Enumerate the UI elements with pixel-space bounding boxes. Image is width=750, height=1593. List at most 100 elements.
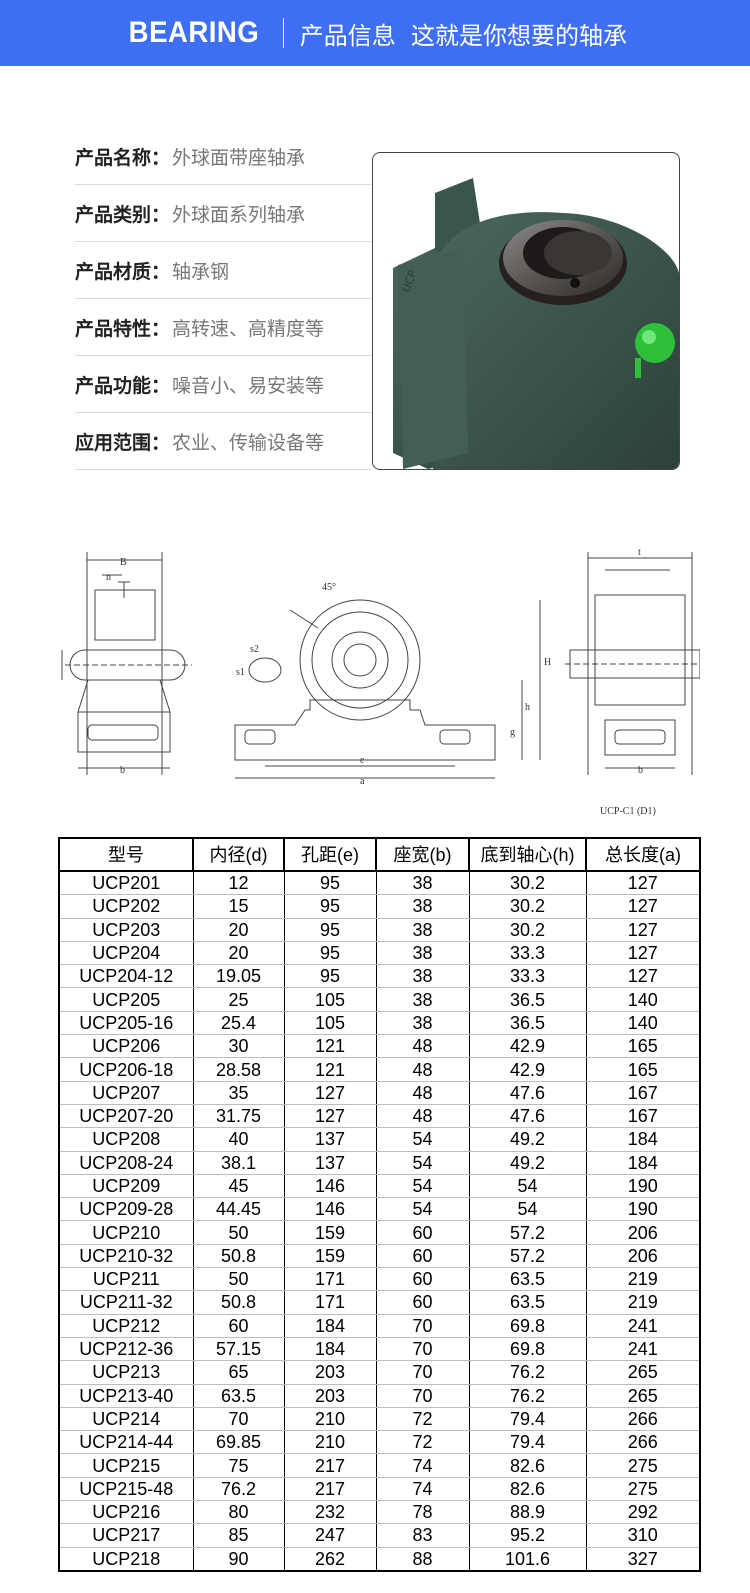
product-info-list: 产品名称： 外球面带座轴承 产品类别： 外球面系列轴承 产品材质： 轴承钢 产品… <box>75 128 371 470</box>
cell-center-height: 42.9 <box>468 1057 587 1082</box>
cell-length: 275 <box>585 1477 701 1502</box>
cell-hole-pitch: 203 <box>283 1384 377 1408</box>
cell-model: UCP213-40 <box>58 1384 194 1408</box>
cell-length: 140 <box>585 1011 701 1036</box>
cell-bore: 76.2 <box>192 1477 285 1502</box>
cell-hole-pitch: 210 <box>283 1407 377 1432</box>
label-b: b <box>120 765 125 776</box>
cell-center-height: 36.5 <box>468 987 587 1012</box>
cell-width: 60 <box>375 1244 470 1269</box>
cell-center-height: 47.6 <box>468 1081 587 1105</box>
cell-model: UCP212 <box>58 1314 194 1338</box>
cell-model: UCP205-16 <box>58 1011 194 1036</box>
cell-model: UCP208 <box>58 1127 194 1152</box>
cell-length: 127 <box>585 918 701 942</box>
cell-hole-pitch: 105 <box>283 1011 377 1036</box>
cell-model: UCP207-20 <box>58 1104 194 1129</box>
cell-bore: 19.05 <box>192 964 285 989</box>
label-angle: 45° <box>322 582 336 593</box>
cell-bore: 31.75 <box>192 1104 285 1129</box>
cell-model: UCP215 <box>58 1453 194 1478</box>
cell-bore: 28.58 <box>192 1057 285 1082</box>
cell-bore: 60 <box>192 1314 285 1338</box>
cell-width: 60 <box>375 1290 470 1315</box>
col-header-bore: 内径(d) <box>192 837 285 872</box>
cell-length: 327 <box>585 1547 701 1572</box>
cell-center-height: 63.5 <box>468 1267 587 1292</box>
cell-model: UCP214 <box>58 1407 194 1432</box>
cell-hole-pitch: 137 <box>283 1127 377 1152</box>
cell-center-height: 30.2 <box>468 871 587 896</box>
side-section-view <box>61 552 192 775</box>
cell-center-height: 36.5 <box>468 1011 587 1036</box>
cell-bore: 15 <box>192 894 285 919</box>
cell-center-height: 54 <box>468 1174 587 1199</box>
cell-length: 127 <box>585 894 701 919</box>
cell-model: UCP207 <box>58 1081 194 1105</box>
cell-center-height: 54 <box>468 1197 587 1222</box>
cell-length: 241 <box>585 1314 701 1338</box>
table-header-row: 型号 内径(d) 孔距(e) 座宽(b) 底到轴心(h) 总长度(a) <box>58 837 701 872</box>
info-value: 轴承钢 <box>172 260 230 283</box>
cell-bore: 50 <box>192 1220 285 1245</box>
cell-length: 190 <box>585 1174 701 1199</box>
col-header-center-height: 底到轴心(h) <box>468 837 587 872</box>
cell-length: 184 <box>585 1151 701 1175</box>
cell-width: 70 <box>375 1337 470 1362</box>
cell-model: UCP209-28 <box>58 1197 194 1222</box>
cell-model: UCP209 <box>58 1174 194 1199</box>
cell-width: 54 <box>375 1197 470 1222</box>
label-B: B <box>120 557 127 568</box>
drawing-caption: UCP-C1 (D1) <box>600 806 656 817</box>
cell-center-height: 30.2 <box>468 894 587 919</box>
cell-hole-pitch: 137 <box>283 1151 377 1175</box>
info-key: 产品材质： <box>75 260 171 283</box>
cell-model: UCP201 <box>58 871 194 896</box>
cell-hole-pitch: 127 <box>283 1081 377 1105</box>
cell-width: 48 <box>375 1057 470 1082</box>
cell-bore: 57.15 <box>192 1337 285 1362</box>
cell-hole-pitch: 210 <box>283 1430 377 1455</box>
col-header-length: 总长度(a) <box>585 837 701 872</box>
cell-hole-pitch: 171 <box>283 1267 377 1292</box>
cell-width: 74 <box>375 1453 470 1478</box>
cell-model: UCP211-32 <box>58 1290 194 1315</box>
cell-bore: 85 <box>192 1523 285 1548</box>
info-row-application: 应用范围： 农业、传输设备等 <box>75 413 371 470</box>
cell-hole-pitch: 127 <box>283 1104 377 1129</box>
label-s2: s2 <box>250 644 259 655</box>
cell-width: 38 <box>375 894 470 919</box>
cell-center-height: 76.2 <box>468 1360 587 1385</box>
cell-model: UCP214-44 <box>58 1430 194 1455</box>
info-row-category: 产品类别： 外球面系列轴承 <box>75 185 371 242</box>
cell-bore: 75 <box>192 1453 285 1478</box>
info-value: 高转速、高精度等 <box>172 317 325 340</box>
cell-bore: 70 <box>192 1407 285 1432</box>
info-row-function: 产品功能： 噪音小、易安装等 <box>75 356 371 413</box>
cell-hole-pitch: 95 <box>283 964 377 989</box>
cell-hole-pitch: 171 <box>283 1290 377 1315</box>
cell-length: 310 <box>585 1523 701 1548</box>
col-header-width: 座宽(b) <box>375 837 470 872</box>
cell-bore: 12 <box>192 871 285 896</box>
cell-bore: 38.1 <box>192 1151 285 1175</box>
cell-hole-pitch: 247 <box>283 1523 377 1548</box>
cell-bore: 20 <box>192 918 285 942</box>
cell-bore: 35 <box>192 1081 285 1105</box>
cell-bore: 20 <box>192 941 285 966</box>
cell-center-height: 42.9 <box>468 1034 587 1059</box>
cell-width: 38 <box>375 871 470 896</box>
cell-length: 184 <box>585 1127 701 1152</box>
cell-bore: 50.8 <box>192 1290 285 1315</box>
cell-center-height: 88.9 <box>468 1500 587 1525</box>
product-photo: UCP <box>372 152 680 470</box>
cell-length: 127 <box>585 964 701 989</box>
